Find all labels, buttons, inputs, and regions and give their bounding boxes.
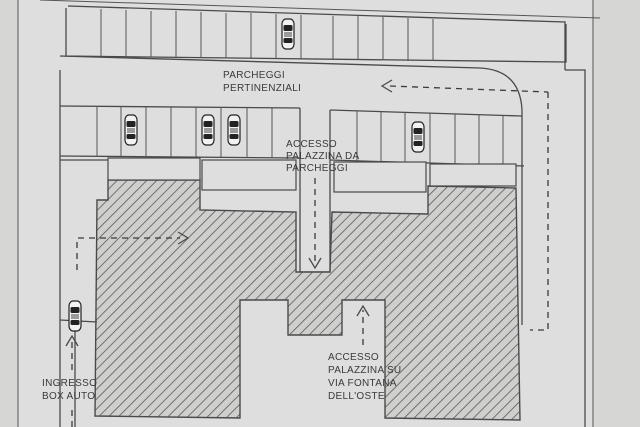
label-parcheggi-1: PARCHEGGI [223,70,285,81]
car-icon [201,114,215,146]
arrow-icon-down [308,257,322,270]
building-footprint [94,179,521,421]
arrow-icon-up [356,304,370,317]
car-icon [411,121,425,153]
arrow-icon [380,79,393,93]
car-icon [68,300,82,332]
arrow-icon-right [177,231,190,245]
label-accesso-parcheggi-1: ACCESSO [286,139,337,150]
dashed-route-top [530,92,549,331]
car-icon [227,114,241,146]
label-accesso-parcheggi-2: PALAZZINA DA [286,151,359,162]
arrow-icon-ingresso [65,334,79,347]
porch-blocks [107,157,517,193]
top-parking-row [65,8,567,63]
label-accesso-via-1: ACCESSO [328,352,379,363]
car-icon [124,114,138,146]
dashed-route-left [76,237,180,270]
label-ingresso-1: INGRESSO [42,378,97,389]
label-accesso-via-4: DELL'OSTE [328,391,385,402]
label-accesso-via-3: VIA FONTANA [328,378,397,389]
dashed-route-top-h [389,85,549,93]
label-ingresso-2: BOX AUTO [42,391,95,402]
car-icon [281,18,295,50]
aisle-curve [59,55,523,325]
label-accesso-parcheggi-3: PARCHEGGI [286,163,348,174]
label-accesso-via-2: PALAZZINA SU [328,365,401,376]
top-road-edge [39,0,601,19]
label-parcheggi-2: PERTINENZIALI [223,83,301,94]
lot-boundary [59,5,586,427]
middle-parking-row [59,105,525,167]
